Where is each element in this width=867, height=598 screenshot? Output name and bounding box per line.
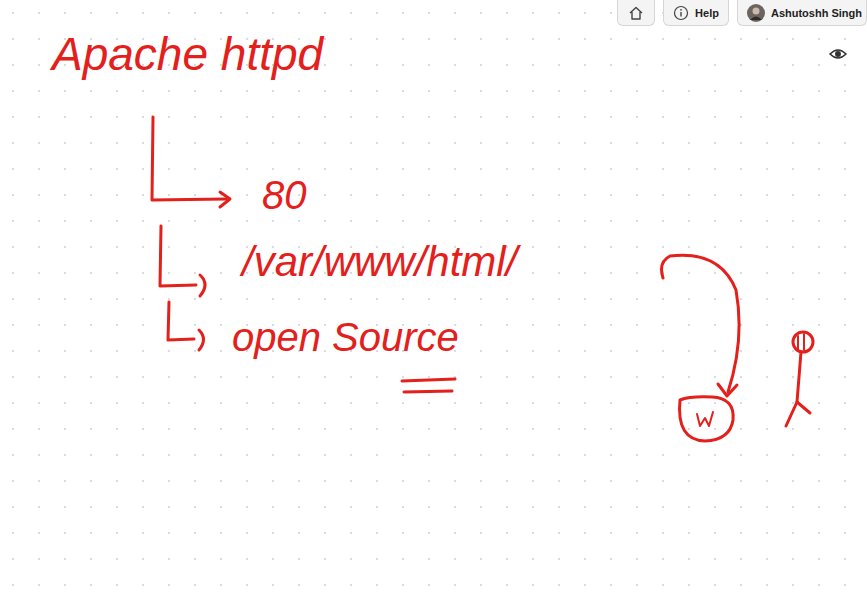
user-name: Ashutoshh Singh bbox=[771, 7, 862, 19]
figure-legs bbox=[786, 402, 810, 426]
port-number: 80 bbox=[262, 172, 307, 218]
scribble bbox=[798, 334, 804, 350]
eye-icon bbox=[830, 50, 846, 58]
home-button bbox=[617, 0, 655, 26]
server-shape bbox=[680, 397, 734, 441]
curved-arrow bbox=[662, 255, 740, 392]
underline bbox=[404, 391, 452, 392]
avatar bbox=[747, 4, 765, 22]
arrow-head bbox=[199, 330, 204, 350]
info-icon bbox=[673, 5, 689, 21]
underline bbox=[402, 379, 455, 381]
home-icon bbox=[627, 5, 645, 21]
help-button: Help bbox=[663, 0, 729, 26]
tree-branch bbox=[160, 226, 196, 286]
path-text: /var/www/html/ bbox=[242, 238, 517, 286]
tree-branch bbox=[152, 117, 226, 200]
toolbar: Help Ashutoshh Singh bbox=[617, 0, 867, 26]
arrow-head bbox=[220, 192, 230, 207]
tree-branch bbox=[168, 302, 194, 340]
arrow-head bbox=[200, 275, 205, 296]
figure-head bbox=[793, 332, 813, 352]
note-text: open Source bbox=[232, 314, 459, 360]
scribble bbox=[697, 412, 713, 426]
figure-body bbox=[797, 352, 801, 402]
button-label: Help bbox=[695, 7, 719, 19]
arrow-head bbox=[718, 384, 737, 396]
user-button: Ashutoshh Singh bbox=[737, 0, 867, 26]
title: Apache httpd bbox=[52, 28, 323, 81]
